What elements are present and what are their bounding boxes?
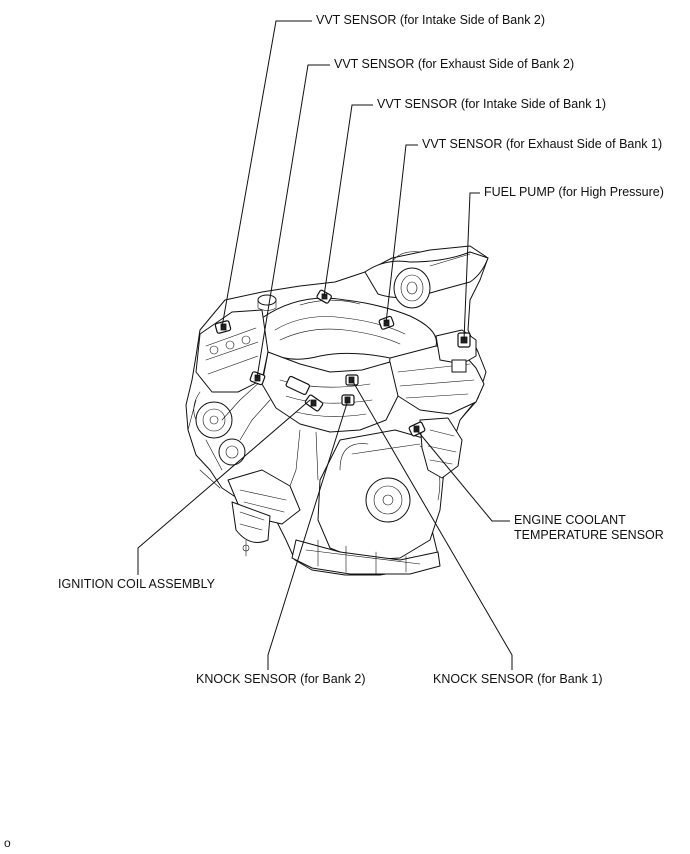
label-vvt-sensor-intake-bank2: VVT SENSOR (for Intake Side of Bank 2) (316, 13, 546, 27)
label-ignition-coil-assembly: IGNITION COIL ASSEMBLY (58, 577, 215, 591)
leader-ignition-coil (137, 399, 311, 575)
label-knock-sensor-bank2: KNOCK SENSOR (for Bank 2) (196, 672, 366, 686)
leader-fuel-pump (463, 192, 480, 341)
label-engine-coolant-line1: ENGINE COOLANT (514, 513, 626, 527)
leader-knock-bank2 (267, 399, 349, 670)
label-vvt-sensor-intake-bank1: VVT SENSOR (for Intake Side of Bank 1) (377, 97, 607, 111)
label-fuel-pump-high-pressure: FUEL PUMP (for High Pressure) (484, 185, 664, 199)
figure-id: o (4, 836, 11, 850)
label-vvt-sensor-exhaust-bank1: VVT SENSOR (for Exhaust Side of Bank 1) (422, 137, 663, 151)
leader-vvt-exhaust-bank2 (256, 64, 330, 379)
engine-illustration (185, 245, 489, 576)
leader-knock-bank1 (351, 379, 513, 670)
sensor-ignition-coil (285, 375, 324, 412)
sensor-vvt-exhaust-bank2 (249, 371, 266, 386)
label-knock-sensor-bank1: KNOCK SENSOR (for Bank 1) (433, 672, 603, 686)
leader-engine-coolant (415, 428, 510, 522)
leader-vvt-intake-bank2 (221, 20, 312, 328)
label-engine-coolant-line2: TEMPERATURE SENSOR (514, 528, 664, 542)
sensor-vvt-intake-bank2 (214, 320, 232, 334)
leader-lines (137, 20, 513, 670)
label-engine-coolant-temperature-sensor: ENGINE COOLANT TEMPERATURE SENSOR (514, 513, 664, 543)
sensor-vvt-intake-bank1 (316, 289, 332, 304)
leader-vvt-intake-bank1 (323, 104, 373, 297)
label-vvt-sensor-exhaust-bank2: VVT SENSOR (for Exhaust Side of Bank 2) (334, 57, 575, 71)
leader-vvt-exhaust-bank1 (385, 144, 418, 324)
